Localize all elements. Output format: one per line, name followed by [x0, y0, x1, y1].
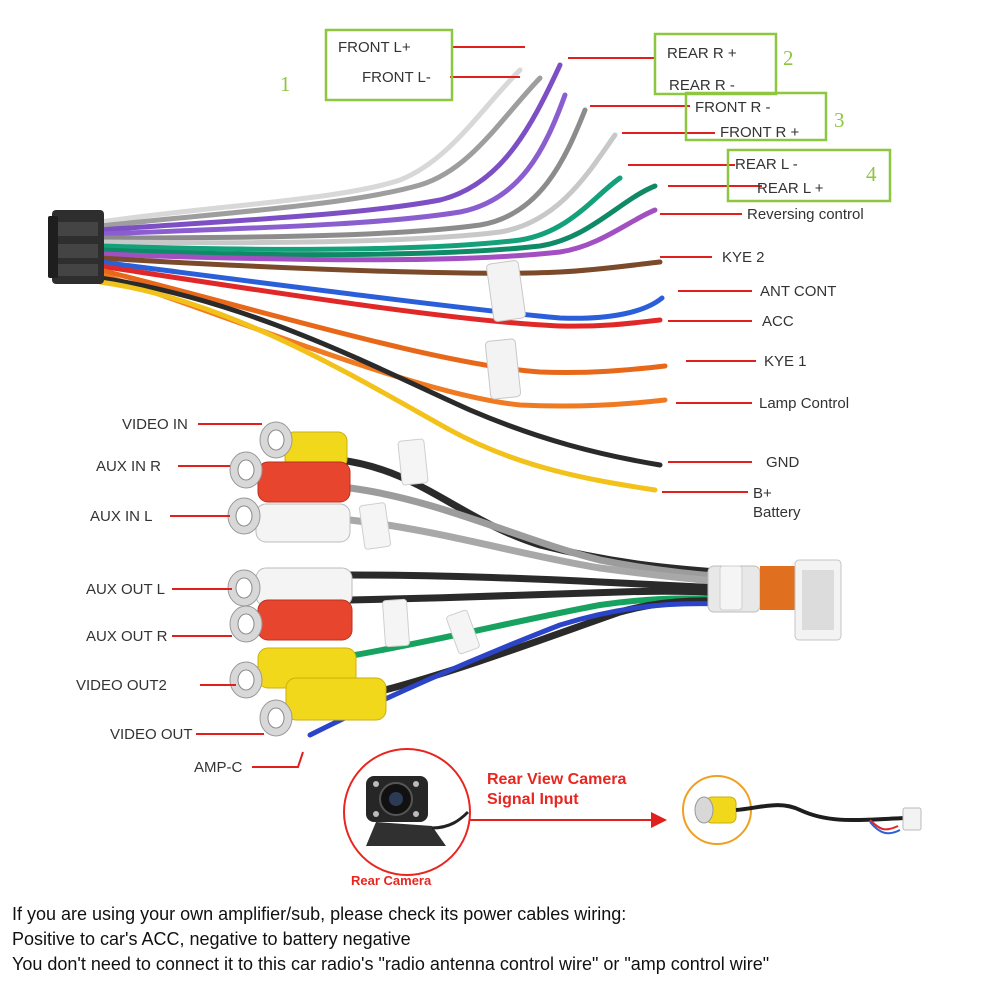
- wire-front-left-plus: [97, 67, 523, 225]
- wire-kye1: [97, 267, 668, 376]
- group-box-4: [726, 148, 892, 203]
- speaker-harness-wires: [97, 62, 668, 493]
- label-front-left-minus: FRONT L-: [362, 69, 431, 86]
- group-box-3: [684, 91, 828, 142]
- rca-plugs: [227, 421, 387, 737]
- label-rear-left-minus: REAR L -: [735, 156, 798, 173]
- group-boxes: [324, 28, 892, 203]
- wire-gnd: [97, 275, 663, 468]
- wire-rear-right-minus: [97, 92, 568, 237]
- label-reversing-control: Reversing control: [747, 206, 864, 223]
- camera-input-illustration: [682, 775, 922, 845]
- label-lamp-control: Lamp Control: [759, 395, 850, 412]
- wire-bplus: [97, 279, 658, 493]
- leader-lines: [170, 46, 762, 828]
- harness-connector-top: [48, 210, 104, 284]
- label-video-in: VIDEO IN: [122, 416, 188, 433]
- label-front-right-minus: FRONT R -: [695, 99, 771, 116]
- note-line-3: You don't need to connect it to this car…: [12, 954, 770, 974]
- wire-rear-left-minus: [97, 175, 623, 252]
- wiring-notes: If you are using your own amplifier/sub,…: [12, 902, 992, 977]
- note-line-1: If you are using your own amplifier/sub,…: [12, 904, 627, 924]
- label-video-out: VIDEO OUT: [110, 726, 193, 743]
- label-ant-cont: ANT CONT: [760, 283, 837, 300]
- label-rear-right-minus: REAR R -: [669, 77, 735, 94]
- label-rear-right-plus: REAR R +: [667, 45, 737, 62]
- label-gnd: GND: [766, 454, 800, 471]
- label-aux-in-r: AUX IN R: [96, 458, 162, 475]
- label-kye1: KYE 1: [764, 353, 807, 370]
- label-amp-c: AMP-C: [194, 759, 243, 776]
- rca-plug-aux-in-r: [229, 451, 351, 503]
- rear-camera-label: Rear Camera: [351, 873, 432, 888]
- wire-acc: [97, 263, 663, 329]
- label-rear-left-plus: REAR L +: [757, 180, 824, 197]
- camera-title-line2: Signal Input: [487, 791, 579, 808]
- rca-plug-aux-out-r: [229, 599, 353, 643]
- group-number-1: 1: [280, 72, 291, 96]
- cable-video-out: [381, 597, 764, 694]
- cable-aux-in-r: [346, 484, 764, 584]
- rear-camera-illustration: [343, 748, 471, 876]
- rca-plug-video-out: [259, 677, 387, 737]
- rca-plug-video-in: [259, 421, 348, 469]
- label-acc: ACC: [762, 313, 794, 330]
- rca-plug-aux-out-l: [227, 567, 353, 607]
- group-number-2: 2: [783, 46, 794, 70]
- label-bplus: B+: [753, 485, 772, 502]
- wire-rear-right-plus: [97, 62, 563, 233]
- camera-title-line1: Rear View Camera: [487, 771, 627, 788]
- label-aux-out-l: AUX OUT L: [86, 581, 165, 598]
- harness-tape-bands: [484, 260, 526, 400]
- label-front-left-plus: FRONT L+: [338, 39, 411, 56]
- cable-aux-in-l: [346, 516, 764, 589]
- group-box-1: [324, 28, 454, 102]
- group-number-4: 4: [866, 162, 877, 186]
- wire-front-right-plus: [97, 132, 618, 246]
- label-kye2: KYE 2: [722, 249, 765, 266]
- label-front-right-plus: FRONT R +: [720, 124, 800, 141]
- label-video-out2: VIDEO OUT2: [76, 677, 167, 694]
- rca-plug-aux-in-l: [227, 497, 351, 543]
- cable-tags: [358, 438, 743, 655]
- wire-front-right-minus: [97, 107, 588, 241]
- label-aux-out-r: AUX OUT R: [86, 628, 168, 645]
- label-battery: Battery: [753, 504, 801, 521]
- group-number-3: 3: [834, 108, 845, 132]
- note-line-2: Positive to car's ACC, negative to batte…: [12, 929, 411, 949]
- label-aux-in-l: AUX IN L: [90, 508, 153, 525]
- wire-front-left-minus: [97, 75, 543, 229]
- wire-reversing: [97, 207, 658, 263]
- wire-rear-left-plus: [97, 183, 658, 258]
